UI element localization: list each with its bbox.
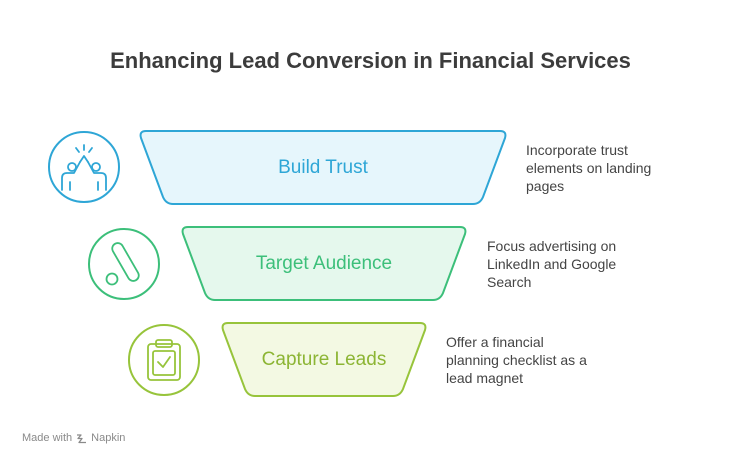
- level-label-build-trust: Build Trust: [278, 157, 368, 178]
- footer-credit[interactable]: Made with Napkin: [22, 432, 125, 444]
- funnel-level-target-audience: [181, 226, 467, 301]
- footer-brand: Napkin: [91, 432, 126, 444]
- high-five-icon: [48, 131, 120, 203]
- level-label-target-audience: Target Audience: [255, 253, 393, 274]
- description-build-trust: Incorporate trust elements on landing pa…: [526, 142, 652, 194]
- funnel-level-build-trust: [139, 130, 507, 205]
- description-target-audience: Focus advertising on LinkedIn and Google…: [487, 238, 617, 290]
- footer-made-with: Made with: [22, 432, 73, 444]
- funnel-level-capture-leads: [221, 322, 427, 397]
- diagram-title: Enhancing Lead Conversion in Financial S…: [110, 48, 631, 73]
- google-ads-icon: [88, 228, 160, 300]
- clipboard-check-icon: [128, 324, 200, 396]
- napkin-logo-icon: [77, 433, 87, 443]
- level-label-capture-leads: Capture Leads: [261, 349, 387, 370]
- description-capture-leads: Offer a financial planning checklist as …: [446, 334, 587, 386]
